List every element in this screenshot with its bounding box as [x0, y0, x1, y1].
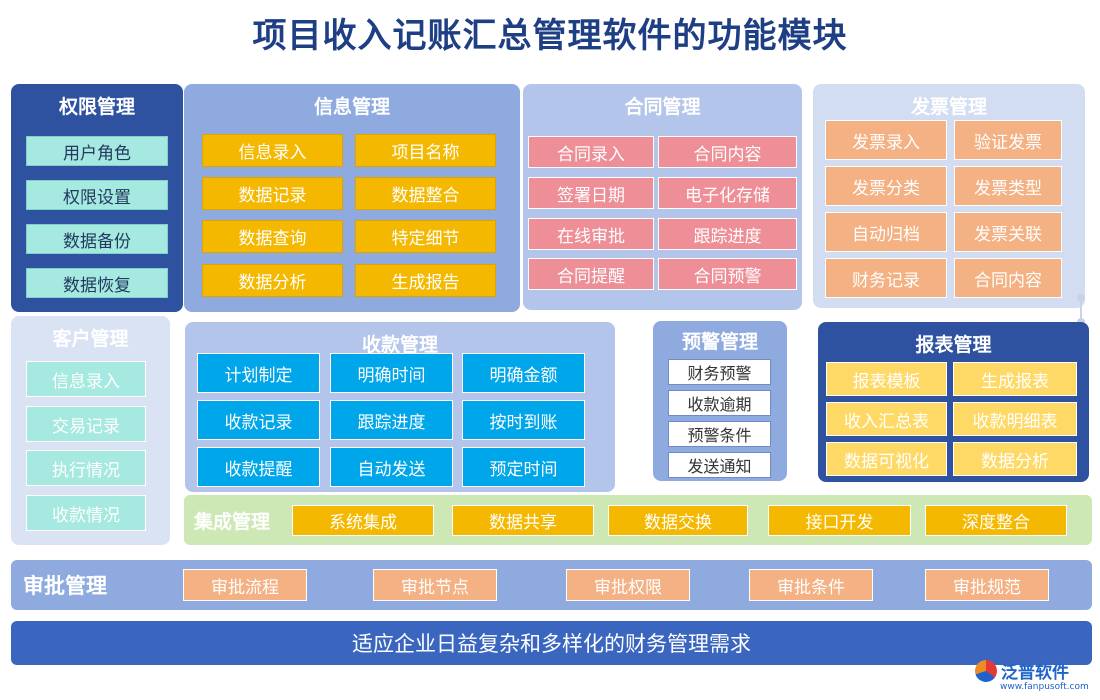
collection-item: 收款提醒	[197, 447, 320, 487]
collection-item: 预定时间	[462, 447, 585, 487]
module-collection-title: 收款管理	[361, 334, 438, 356]
connector-dot-top	[1077, 294, 1085, 302]
module-invoice-title: 发票管理	[910, 96, 987, 118]
permission-item: 权限设置	[26, 180, 168, 210]
integration-item: 接口开发	[768, 505, 911, 536]
collection-item: 明确金额	[462, 353, 585, 393]
integration-item: 深度整合	[925, 505, 1067, 536]
invoice-item: 财务记录	[825, 258, 947, 298]
module-report: 报表管理 报表模板 生成报表 收入汇总表 收款明细表 数据可视化 数据分析	[818, 322, 1089, 482]
module-invoice: 发票管理 发票录入 验证发票 发票分类 发票类型 自动归档 发票关联 财务记录 …	[813, 84, 1085, 308]
approval-item: 审批流程	[183, 569, 307, 601]
report-item: 数据分析	[953, 442, 1077, 476]
report-item: 收入汇总表	[826, 402, 947, 436]
contract-item: 合同提醒	[528, 258, 654, 290]
information-item: 特定细节	[355, 220, 496, 253]
logo-url: www.fanpusoft.com	[1000, 682, 1089, 692]
approval-item: 审批权限	[566, 569, 690, 601]
customer-item: 交易记录	[26, 406, 146, 442]
contract-item: 合同内容	[658, 136, 797, 168]
integration-item: 系统集成	[292, 505, 434, 536]
invoice-item: 合同内容	[954, 258, 1062, 298]
information-item: 生成报告	[355, 264, 496, 297]
module-integration: 集成管理 系统集成 数据共享 数据交换 接口开发 深度整合	[184, 495, 1092, 545]
module-contract: 合同管理 合同录入 合同内容 签署日期 电子化存储 在线审批 跟踪进度 合同提醒…	[523, 84, 802, 310]
invoice-item: 发票类型	[954, 166, 1062, 206]
invoice-item: 发票关联	[954, 212, 1062, 252]
contract-item: 合同录入	[528, 136, 654, 168]
invoice-item: 发票分类	[825, 166, 947, 206]
permission-item: 用户角色	[26, 136, 168, 166]
module-customer-title: 客户管理	[52, 328, 129, 350]
information-item: 项目名称	[355, 134, 496, 167]
contract-item: 合同预警	[658, 258, 797, 290]
footer-banner: 适应企业日益复杂和多样化的财务管理需求	[11, 621, 1092, 665]
warning-item: 预警条件	[668, 421, 771, 447]
collection-item: 自动发送	[330, 447, 453, 487]
contract-item: 在线审批	[528, 218, 654, 250]
customer-item: 执行情况	[26, 450, 146, 486]
contract-item: 电子化存储	[658, 177, 797, 209]
information-item: 信息录入	[202, 134, 343, 167]
module-warning-title: 预警管理	[681, 331, 758, 353]
contract-item: 跟踪进度	[658, 218, 797, 250]
report-item: 报表模板	[826, 362, 947, 396]
logo-name: 泛普软件	[1001, 663, 1069, 683]
module-integration-title: 集成管理	[194, 510, 271, 533]
collection-item: 按时到账	[462, 400, 585, 440]
permission-item: 数据备份	[26, 224, 168, 254]
invoice-item: 验证发票	[954, 120, 1062, 160]
module-customer: 客户管理 信息录入 交易记录 执行情况 收款情况	[11, 316, 170, 545]
information-item: 数据分析	[202, 264, 343, 297]
module-contract-title: 合同管理	[624, 96, 701, 118]
module-report-title: 报表管理	[915, 334, 992, 356]
contract-item: 签署日期	[528, 177, 654, 209]
module-information: 信息管理 信息录入 项目名称 数据记录 数据整合 数据查询 特定细节 数据分析 …	[184, 84, 520, 312]
approval-item: 审批节点	[373, 569, 497, 601]
module-permission: 权限管理 用户角色 权限设置 数据备份 数据恢复	[11, 84, 183, 312]
customer-item: 收款情况	[26, 495, 146, 531]
warning-item: 收款逾期	[668, 390, 771, 416]
approval-item: 审批条件	[749, 569, 873, 601]
approval-item: 审批规范	[925, 569, 1049, 601]
module-collection: 收款管理 计划制定 明确时间 明确金额 收款记录 跟踪进度 按时到账 收款提醒 …	[185, 322, 615, 492]
module-information-title: 信息管理	[313, 96, 390, 118]
report-item: 数据可视化	[826, 442, 947, 476]
information-item: 数据记录	[202, 177, 343, 210]
module-approval: 审批管理 审批流程 审批节点 审批权限 审批条件 审批规范	[11, 560, 1092, 610]
warning-item: 发送通知	[668, 452, 771, 478]
information-item: 数据查询	[202, 220, 343, 253]
collection-item: 明确时间	[330, 353, 453, 393]
collection-item: 跟踪进度	[330, 400, 453, 440]
page-title: 项目收入记账汇总管理软件的功能模块	[252, 16, 848, 56]
integration-item: 数据交换	[608, 505, 748, 536]
logo-icon	[975, 659, 997, 682]
report-item: 收款明细表	[953, 402, 1077, 436]
module-warning: 预警管理 财务预警 收款逾期 预警条件 发送通知	[653, 321, 787, 481]
invoice-item: 发票录入	[825, 120, 947, 160]
module-approval-title: 审批管理	[23, 573, 107, 598]
information-item: 数据整合	[355, 177, 496, 210]
integration-item: 数据共享	[452, 505, 594, 536]
customer-item: 信息录入	[26, 361, 146, 397]
collection-item: 计划制定	[197, 353, 320, 393]
module-permission-title: 权限管理	[58, 96, 135, 118]
invoice-item: 自动归档	[825, 212, 947, 252]
collection-item: 收款记录	[197, 400, 320, 440]
brand-logo: 泛普软件	[975, 658, 1069, 683]
connector-line	[1080, 295, 1082, 325]
permission-item: 数据恢复	[26, 268, 168, 298]
report-item: 生成报表	[953, 362, 1077, 396]
warning-item: 财务预警	[668, 359, 771, 385]
